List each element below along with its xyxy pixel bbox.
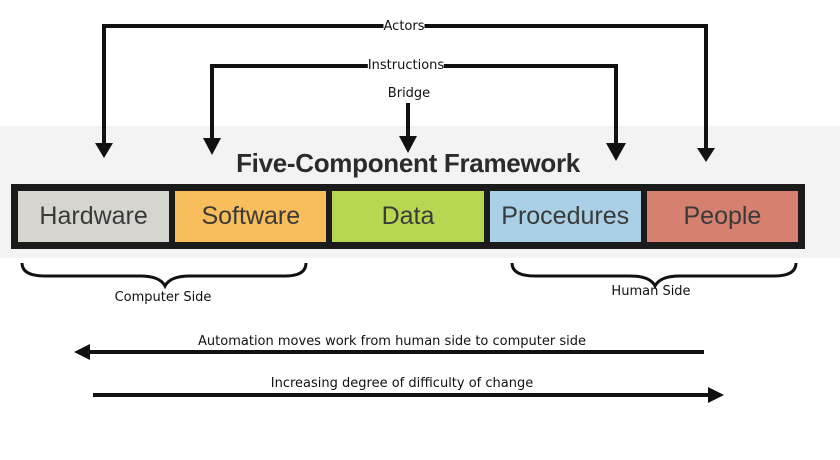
instructions-connector xyxy=(203,64,626,161)
component-hardware: Hardware xyxy=(18,191,170,242)
diagram-title: Five-Component Framework xyxy=(236,148,580,178)
difficulty-label: Increasing degree of difficulty of chang… xyxy=(270,376,534,391)
automation-label: Automation moves work from human side to… xyxy=(198,334,586,349)
instructions-label: Instructions xyxy=(367,58,445,74)
computer-side-brace xyxy=(20,262,308,290)
automation-arrow xyxy=(74,344,704,360)
component-data: Data xyxy=(332,191,484,242)
difficulty-arrow xyxy=(93,387,724,403)
human-side-label: Human Side xyxy=(611,284,691,299)
component-people: People xyxy=(646,191,799,242)
human-side-brace xyxy=(510,262,798,290)
actors-label: Actors xyxy=(383,19,425,35)
bridge-label: Bridge xyxy=(387,86,431,102)
component-software: Software xyxy=(175,191,327,242)
bridge-connector xyxy=(399,103,417,153)
component-procedures: Procedures xyxy=(489,191,641,242)
components-bar: Hardware Software Data Procedures People xyxy=(11,184,805,249)
computer-side-label: Computer Side xyxy=(114,290,212,305)
